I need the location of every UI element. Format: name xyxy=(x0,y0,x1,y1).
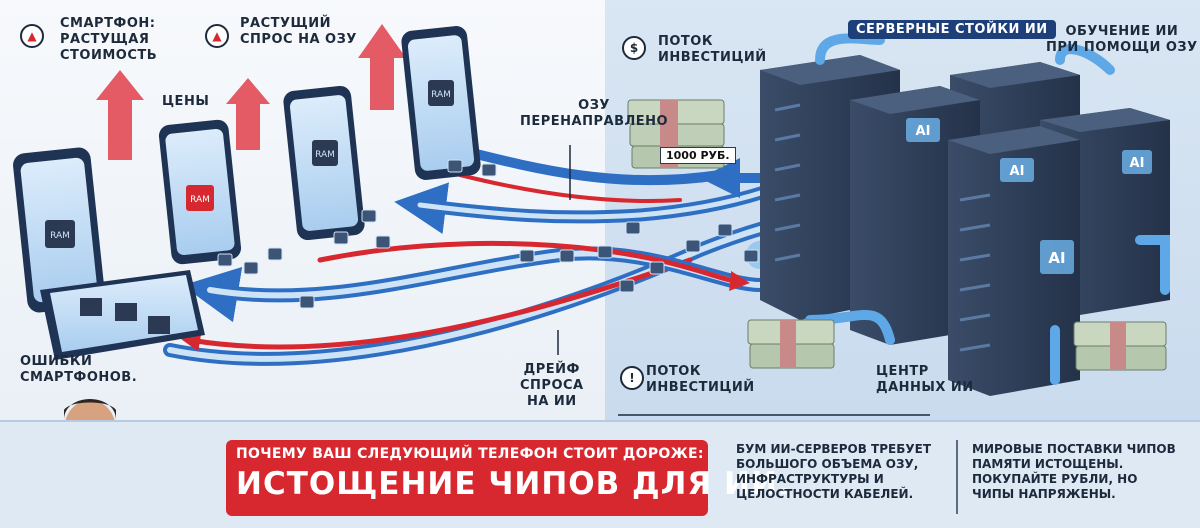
label-line: СМАРТФОНОВ. xyxy=(20,370,138,385)
label-smartphone-cost: СМАРТФОН: РАСТУЩАЯ СТОИМОСТЬ xyxy=(60,16,157,64)
label-line: ДРЕЙФ xyxy=(523,362,580,377)
label-data-center: ЦЕНТР ДАННЫХ ИИ xyxy=(876,364,974,396)
ai-mark-3: AI xyxy=(1048,249,1065,267)
coins-icon: $ xyxy=(622,36,646,60)
ram-chip-label-4: RAM xyxy=(431,90,451,100)
smartphone-3 xyxy=(283,85,365,241)
ram-chip-label-3: RAM xyxy=(315,150,335,160)
note-line: ПОКУПАЙТЕ РУБЛИ, НО xyxy=(972,472,1138,486)
label-line: ПЕРЕНАПРАВЛЕНО xyxy=(520,114,669,129)
note-line: ЦЕЛОСТНОСТИ КАБЕЛЕЙ. xyxy=(736,487,914,501)
label-demand-drift: ДРЕЙФ СПРОСА НА ИИ xyxy=(520,362,584,410)
money-value-tag: 1000 РУБ. xyxy=(660,147,736,164)
smartphone-2 xyxy=(158,119,242,265)
label-line: СМАРТФОН: xyxy=(60,16,156,31)
up-arrow-badge-icon: ▲ xyxy=(205,24,229,48)
smartphone-4 xyxy=(401,26,481,180)
notes-divider xyxy=(956,440,958,514)
label-line: ЦЕНТР xyxy=(876,364,929,379)
label-investment-bottom: ПОТОК ИНВЕСТИЦИЙ xyxy=(646,364,755,396)
label-ai-training: ОБУЧЕНИЕ ИИ ПРИ ПОМОЩИ ОЗУ xyxy=(1046,24,1198,56)
label-line: ПРИ ПОМОЩИ ОЗУ xyxy=(1046,40,1198,55)
label-line: ИНВЕСТИЦИЙ xyxy=(658,50,767,65)
smartphone-lying xyxy=(40,270,205,360)
label-line: ПОТОК xyxy=(658,34,713,49)
label-line: ДАННЫХ ИИ xyxy=(876,380,974,395)
label-line: РАСТУЩАЯ xyxy=(60,32,150,47)
label-line: ИНВЕСТИЦИЙ xyxy=(646,380,755,395)
ram-chip-label-1: RAM xyxy=(50,231,70,241)
label-investment-top: ПОТОК ИНВЕСТИЦИЙ xyxy=(658,34,767,66)
note-line: ЧИПЫ НАПРЯЖЕНЫ. xyxy=(972,487,1116,501)
label-line: НА ИИ xyxy=(526,394,577,409)
label-line: СТОИМОСТЬ xyxy=(60,48,158,63)
rising-price-arrows xyxy=(96,24,406,160)
label-prices: ЦЕНЫ xyxy=(162,94,210,109)
ai-mark-1: AI xyxy=(916,124,931,139)
note-line: БУМ ИИ-СЕРВЕРОВ ТРЕБУЕТ xyxy=(736,442,932,456)
note-line: МИРОВЫЕ ПОСТАВКИ ЧИПОВ xyxy=(972,442,1176,456)
label-line: ОШИБКИ xyxy=(20,354,93,369)
label-line: ОЗУ xyxy=(578,98,610,113)
info-badge-icon: ! xyxy=(620,366,644,390)
note-right: МИРОВЫЕ ПОСТАВКИ ЧИПОВ ПАМЯТИ ИСТОЩЕНЫ. … xyxy=(972,442,1176,502)
ai-mark-4: AI xyxy=(1130,156,1145,171)
note-line: ПАМЯТИ ИСТОЩЕНЫ. xyxy=(972,457,1124,471)
headline-title: ИСТОЩЕНИЕ ЧИПОВ ДЛЯ ИИ. xyxy=(236,466,791,502)
ai-mark-2: AI xyxy=(1010,164,1025,179)
note-line: ИНФРАСТРУКТУРЫ И xyxy=(736,472,884,486)
indicator-lines xyxy=(557,145,930,416)
up-arrow-badge-icon: ▲ xyxy=(20,24,44,48)
label-line: РАСТУЩИЙ xyxy=(240,16,332,31)
label-phone-errors: ОШИБКИ СМАРТФОНОВ. xyxy=(20,354,137,386)
note-line: БОЛЬШОГО ОБЪЕМА ОЗУ, xyxy=(736,457,919,471)
label-line: ОБУЧЕНИЕ ИИ xyxy=(1065,24,1179,39)
label-rising-demand: РАСТУЩИЙ СПРОС НА ОЗУ xyxy=(240,16,357,48)
headline-kicker: ПОЧЕМУ ВАШ СЛЕДУЮЩИЙ ТЕЛЕФОН СТОИТ ДОРОЖ… xyxy=(236,446,704,462)
label-line: ПОТОК xyxy=(646,364,701,379)
ram-chip-label-2: RAM xyxy=(190,195,210,205)
label-ram-redirected: ОЗУ ПЕРЕНАПРАВЛЕНО xyxy=(520,98,668,130)
label-server-racks: СЕРВЕРНЫЕ СТОЙКИ ИИ xyxy=(848,20,1056,39)
server-racks xyxy=(760,55,1170,396)
ram-chips xyxy=(217,159,867,309)
label-line: СПРОС НА ОЗУ xyxy=(240,32,357,47)
label-line: СПРОСА xyxy=(520,378,584,393)
smartphone-1 xyxy=(13,147,105,313)
note-left: БУМ ИИ-СЕРВЕРОВ ТРЕБУЕТ БОЛЬШОГО ОБЪЕМА … xyxy=(736,442,931,502)
cooling-pipes xyxy=(805,33,1170,385)
headline-banner: ПОЧЕМУ ВАШ СЛЕДУЮЩИЙ ТЕЛЕФОН СТОИТ ДОРОЖ… xyxy=(226,440,791,516)
